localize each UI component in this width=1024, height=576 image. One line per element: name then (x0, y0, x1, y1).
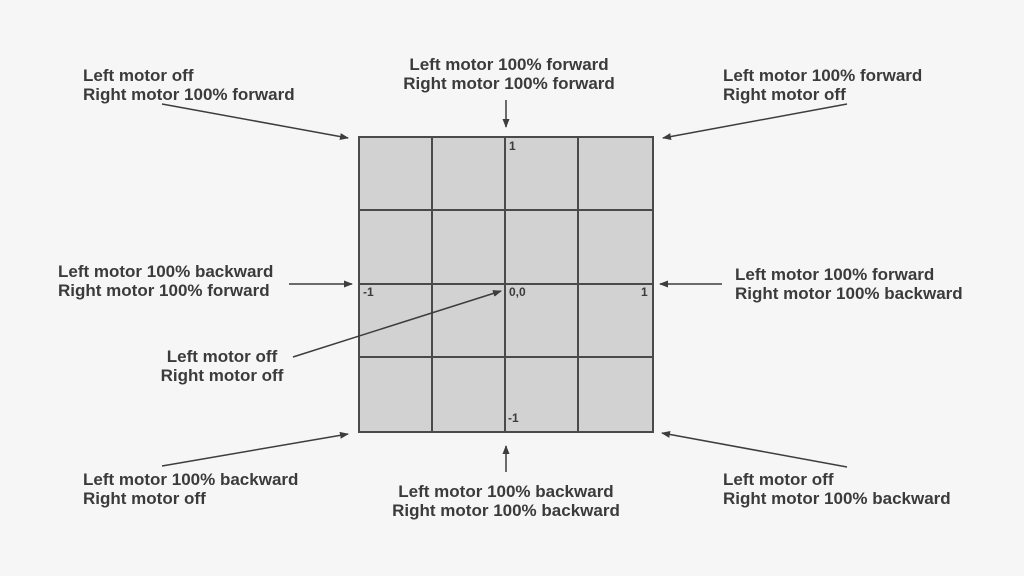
tick-origin: 0,0 (509, 285, 526, 299)
label-line: Left motor 100% backward (398, 482, 614, 501)
label-line: Left motor off (723, 470, 834, 489)
joystick-grid (358, 136, 654, 433)
arrow-top-right (662, 103, 848, 140)
label-line: Right motor off (160, 366, 284, 385)
tick-right: 1 (641, 285, 648, 299)
label-line: Right motor 100% backward (723, 489, 951, 508)
grid-cell (506, 211, 579, 285)
label-line: Right motor 100% forward (83, 85, 295, 104)
label-top-center: Left motor 100% forward Right motor 100%… (383, 55, 635, 93)
arrow-top-left (161, 103, 349, 141)
label-line: Right motor 100% backward (735, 284, 963, 303)
label-top-left: Left motor off Right motor 100% forward (83, 66, 295, 104)
tick-bottom: -1 (508, 411, 519, 425)
label-line: Left motor off (83, 66, 194, 85)
grid-cell (433, 284, 506, 358)
grid-cell (433, 357, 506, 431)
grid-cell (506, 138, 579, 212)
tick-top: 1 (509, 139, 516, 153)
grid-cell (579, 358, 652, 431)
label-line: Left motor 100% forward (409, 55, 609, 74)
tick-left: -1 (363, 285, 374, 299)
grid-cell (433, 211, 506, 285)
label-bottom-center: Left motor 100% backward Right motor 100… (380, 482, 632, 520)
grid-cell (506, 284, 579, 358)
arrow-bottom-left (161, 431, 349, 467)
label-line: Left motor 100% backward (58, 262, 274, 281)
label-line: Left motor off (166, 347, 278, 366)
label-mid-left: Left motor 100% backward Right motor 100… (58, 262, 273, 300)
label-center-off: Left motor off Right motor off (148, 347, 296, 385)
label-line: Left motor 100% backward (83, 470, 299, 489)
label-line: Right motor 100% forward (403, 74, 615, 93)
grid-cell (433, 138, 506, 212)
grid-cell (579, 211, 652, 285)
grid-cell (360, 211, 433, 285)
label-line: Left motor 100% forward (735, 265, 935, 284)
label-line: Right motor 100% forward (58, 281, 270, 300)
label-bottom-right: Left motor off Right motor 100% backward (723, 470, 951, 508)
label-bottom-left: Left motor 100% backward Right motor off (83, 470, 298, 508)
grid-cell (360, 138, 433, 212)
grid-cell (360, 357, 433, 431)
grid-cell (579, 285, 652, 358)
label-top-right: Left motor 100% forward Right motor off (723, 66, 922, 104)
label-line: Left motor 100% forward (723, 66, 923, 85)
grid-cell (506, 357, 579, 431)
grid-cell (579, 138, 652, 212)
label-line: Right motor off (723, 85, 846, 104)
arrow-bottom-right (661, 431, 848, 468)
label-line: Right motor 100% backward (392, 501, 620, 520)
label-mid-right: Left motor 100% forward Right motor 100%… (735, 265, 963, 303)
label-line: Right motor off (83, 489, 206, 508)
